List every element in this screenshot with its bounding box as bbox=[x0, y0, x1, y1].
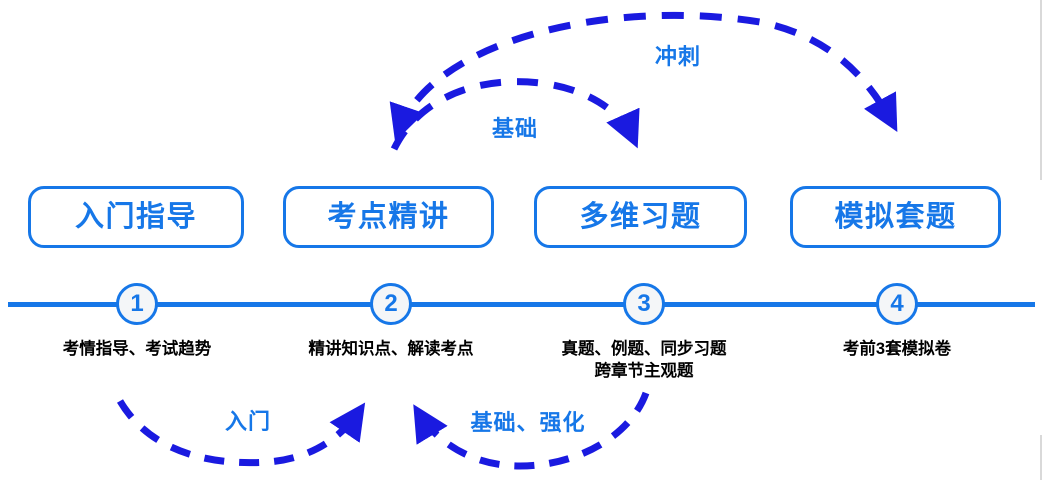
timeline-node-1[interactable]: 1 bbox=[116, 283, 158, 325]
arrow-label-rumen: 入门 bbox=[224, 409, 272, 434]
phase-caption-line: 精讲知识点、解读考点 bbox=[308, 340, 474, 358]
phase-box-label-4: 模拟套题 bbox=[834, 200, 957, 233]
phase-caption-1: 考情指导、考试趋势 bbox=[63, 338, 212, 360]
phase-box-label-1: 入门指导 bbox=[74, 200, 197, 233]
phase-caption-line: 考前3套模拟卷 bbox=[842, 340, 952, 358]
phase-box-2[interactable]: 考点精讲 bbox=[283, 186, 494, 248]
phase-caption-line: 跨章节主观题 bbox=[594, 362, 694, 381]
phase-box-label-3: 多维习题 bbox=[579, 200, 702, 233]
timeline-node-2[interactable]: 2 bbox=[370, 283, 412, 325]
phase-box-4[interactable]: 模拟套题 bbox=[790, 186, 1001, 248]
arrow-label-jichu-qianghua: 基础、强化 bbox=[470, 410, 586, 435]
arrow-label-chongci: 冲刺 bbox=[654, 44, 702, 69]
page-edge-mark-top bbox=[1040, 0, 1042, 180]
phase-caption-3: 真题、例题、同步习题 跨章节主观题 bbox=[562, 338, 727, 383]
arrow-chongci-path bbox=[389, 11, 898, 142]
phase-caption-2: 精讲知识点、解读考点 bbox=[309, 338, 474, 360]
phase-caption-line: 考情指导、考试趋势 bbox=[62, 340, 212, 358]
arrow-label-jichu: 基础 bbox=[491, 116, 539, 141]
phase-box-3[interactable]: 多维习题 bbox=[534, 186, 747, 248]
timeline-axis bbox=[8, 302, 1035, 307]
timeline-node-number-4: 4 bbox=[890, 290, 904, 317]
page-edge-mark-bottom bbox=[1040, 435, 1042, 480]
timeline-node-number-3: 3 bbox=[637, 290, 651, 317]
phase-box-1[interactable]: 入门指导 bbox=[28, 186, 244, 248]
phase-caption-line: 真题、例题、同步习题 bbox=[561, 340, 727, 358]
phase-caption-4: 考前3套模拟卷 bbox=[843, 338, 951, 360]
timeline-node-3[interactable]: 3 bbox=[623, 283, 665, 325]
timeline-node-number-1: 1 bbox=[130, 290, 144, 317]
timeline-node-4[interactable]: 4 bbox=[876, 283, 918, 325]
timeline-node-number-2: 2 bbox=[384, 290, 398, 317]
phase-box-label-2: 考点精讲 bbox=[327, 200, 450, 233]
